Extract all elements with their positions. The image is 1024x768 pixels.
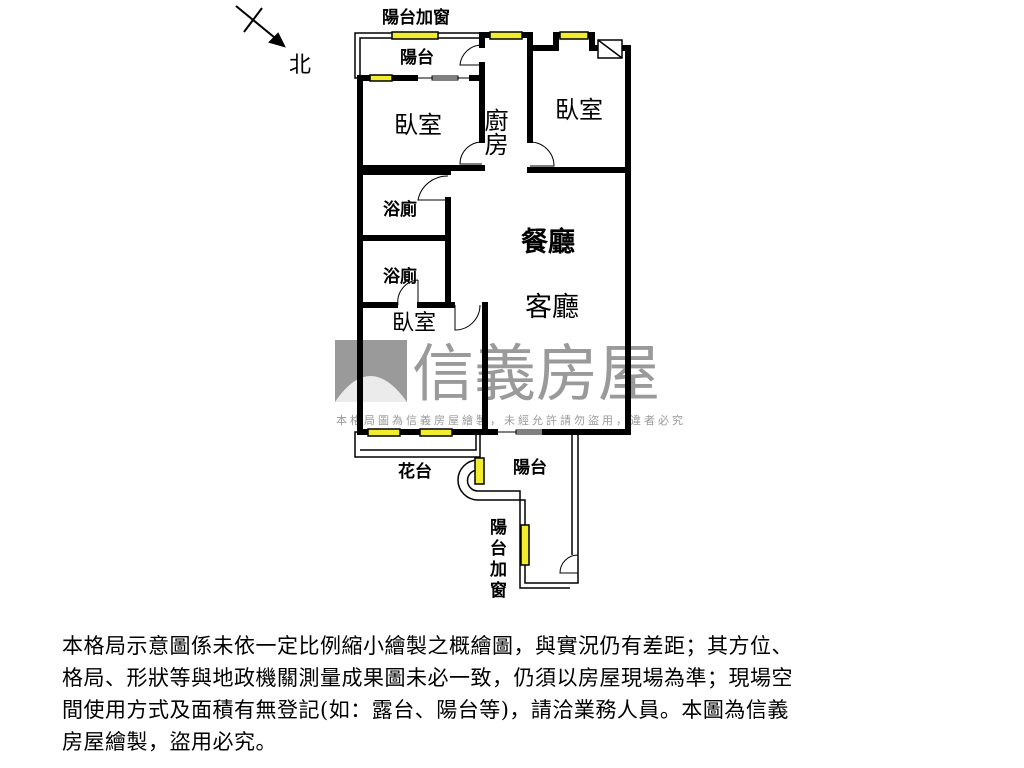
doors (397, 44, 579, 574)
label-dining: 餐廳 (521, 226, 575, 258)
label-kitchen: 廚房 (480, 108, 508, 156)
watermark-brand: 信義房屋 (412, 337, 660, 410)
brand-logo (335, 340, 407, 402)
watermark: 信義房屋 本格局圖為信義房屋繪製，未經允許請勿盜用，違者必究 (335, 337, 686, 427)
label-living: 客廳 (525, 292, 579, 323)
label-planter: 花台 (398, 461, 432, 482)
north-arrow-icon (235, 5, 286, 48)
watermark-notice: 本格局圖為信義房屋繪製，未經允許請勿盜用，違者必究 (336, 413, 686, 427)
disclaimer-line: 本格局示意圖係未依一定比例縮小繪製之概繪圖，與實況仍有差距；其方位、 (62, 634, 793, 658)
label-balcony-bottom: 陽台 (513, 457, 547, 478)
label-balcony-top: 陽台 (400, 47, 434, 68)
label-bedroom-ne: 臥室 (555, 96, 603, 124)
label-bath-1: 浴廁 (383, 199, 417, 220)
ventilation-box (597, 39, 623, 59)
label-bath-2: 浴廁 (383, 266, 417, 287)
label-bedroom-sw: 臥室 (392, 311, 436, 336)
disclaimer-line: 房屋繪製，盜用必究。 (62, 730, 277, 754)
label-bedroom-nw: 臥室 (394, 111, 442, 139)
disclaimer-line: 間使用方式及面積有無登記(如：露台、陽台等)，請洽業務人員。本圖為信義 (62, 698, 789, 722)
compass-label: 北 (289, 53, 311, 78)
label-balcony-window-top: 陽台加窗 (382, 7, 450, 28)
disclaimer-line: 格局、形狀等與地政機關測量成果圖未必一致，仍須以房屋現場為準；現場空 (62, 666, 793, 690)
label-balcony-window-bottom: 陽台加窗 (486, 518, 508, 602)
windows (367, 31, 589, 566)
disclaimer: 本格局示意圖係未依一定比例縮小繪製之概繪圖，與實況仍有差距；其方位、 格局、形狀… (62, 630, 982, 758)
